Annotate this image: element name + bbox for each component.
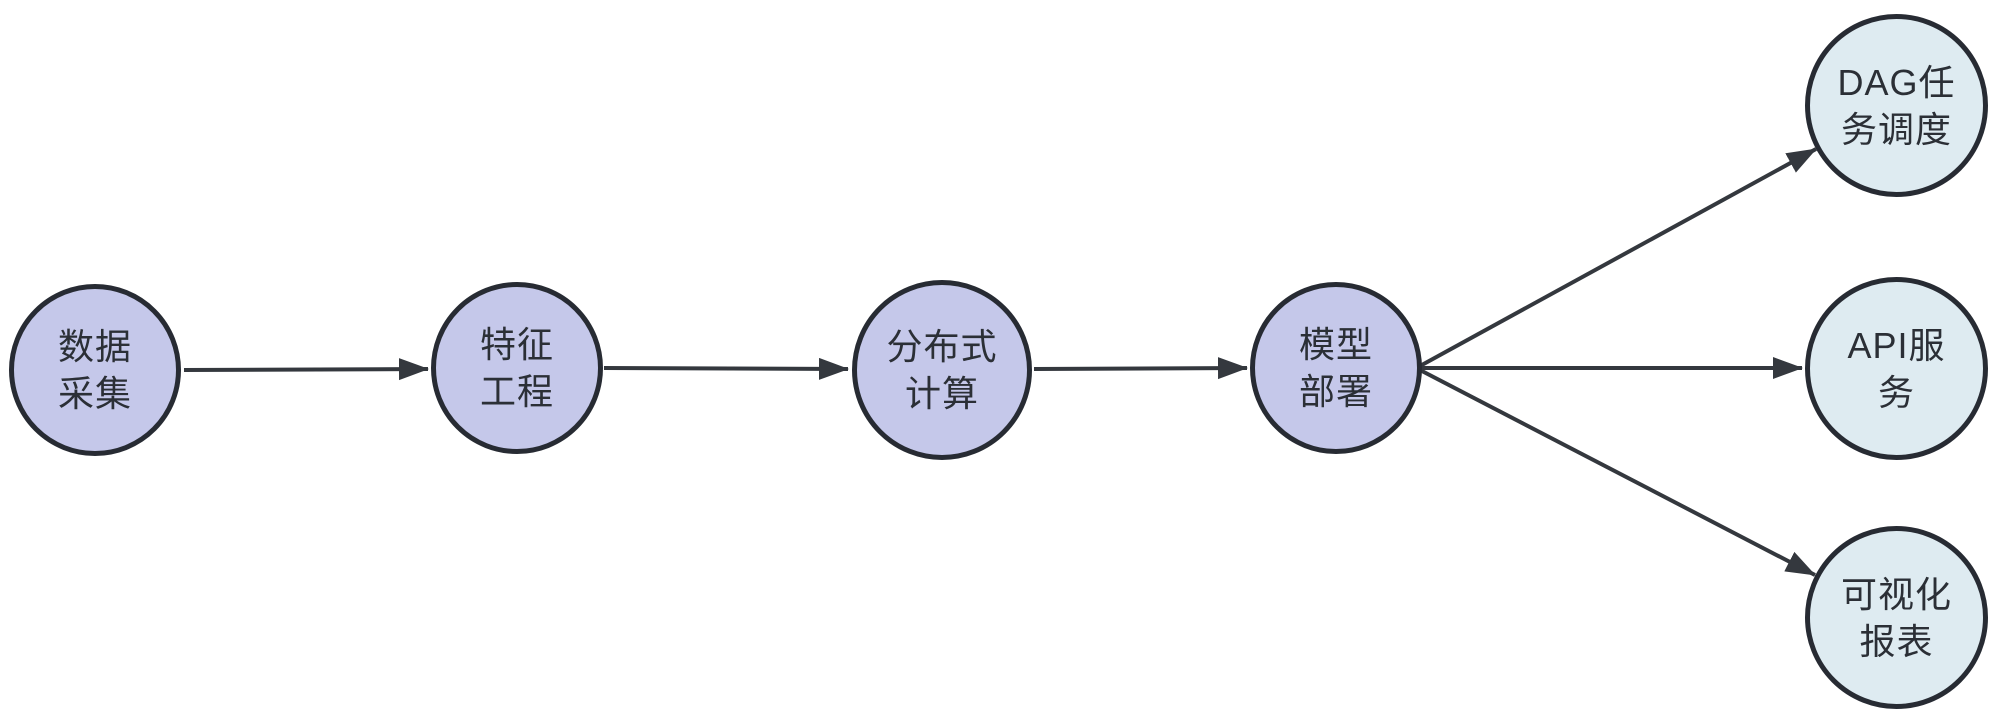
node-feature-engineering: 特征 工程 bbox=[431, 282, 603, 454]
node-label: 分布式 bbox=[886, 326, 998, 367]
edge-model-deployment-to-visualization-report bbox=[1419, 368, 1816, 577]
edge-feature-engineering-to-distributed-computing bbox=[603, 357, 849, 380]
edge-data-collection-to-feature-engineering bbox=[183, 358, 429, 381]
edge-model-deployment-to-dag-task-scheduling bbox=[1419, 147, 1817, 368]
node-label: 部署 bbox=[1298, 371, 1373, 412]
node-data-collection: 数据 采集 bbox=[9, 284, 181, 456]
edge-distributed-computing-to-model-deployment bbox=[1033, 357, 1248, 380]
node-label: API服 bbox=[1847, 324, 1946, 366]
node-label: 可视化 bbox=[1840, 573, 1952, 615]
node-visualization-report: 可视化 报表 bbox=[1805, 526, 1988, 709]
node-api-service: API服 务 bbox=[1805, 277, 1988, 460]
node-label: 数据 bbox=[57, 326, 132, 367]
node-label: 模型 bbox=[1298, 324, 1373, 365]
node-label: 采集 bbox=[57, 373, 132, 414]
node-model-deployment: 模型 部署 bbox=[1250, 282, 1422, 454]
node-label: 计算 bbox=[904, 373, 979, 414]
node-label: 工程 bbox=[479, 371, 554, 412]
node-label: 务 bbox=[1877, 371, 1915, 413]
node-label: DAG任 bbox=[1837, 61, 1956, 103]
node-label: 务调度 bbox=[1840, 108, 1952, 150]
node-dag-task-scheduling: DAG任 务调度 bbox=[1805, 14, 1988, 197]
node-label: 特征 bbox=[479, 324, 554, 365]
node-label: 报表 bbox=[1859, 620, 1934, 662]
node-distributed-computing: 分布式 计算 bbox=[852, 280, 1032, 460]
